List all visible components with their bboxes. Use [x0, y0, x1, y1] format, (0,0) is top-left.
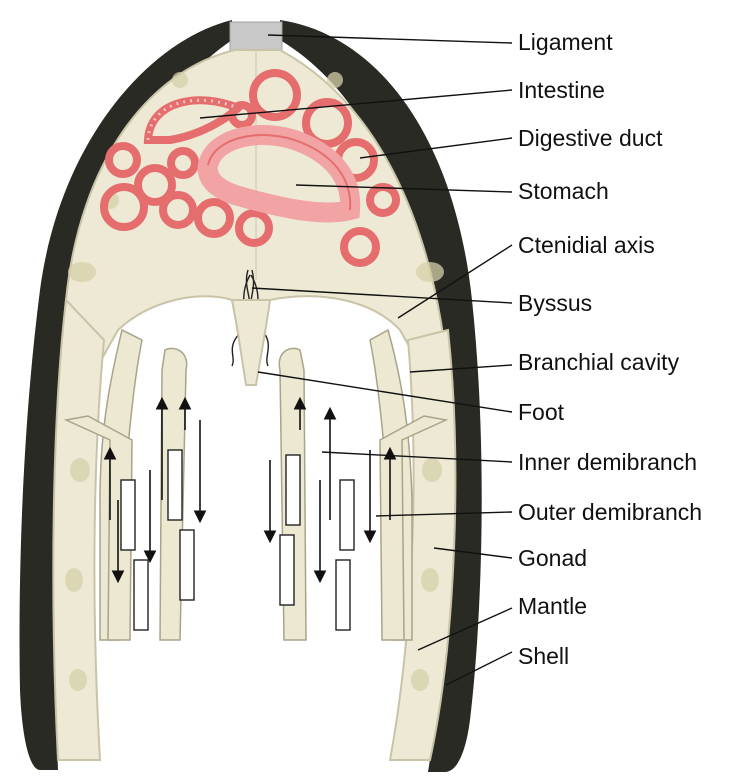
label-byssus: Byssus [518, 290, 592, 316]
mantle-left [53, 300, 104, 760]
label-outer-demibranch: Outer demibranch [518, 499, 702, 525]
labels: Ligament Intestine Digestive duct Stomac… [518, 29, 702, 669]
gill-filaments [121, 450, 354, 630]
label-stomach: Stomach [518, 178, 609, 204]
label-digestive-duct: Digestive duct [518, 125, 663, 151]
label-ligament: Ligament [518, 29, 613, 55]
label-inner-demibranch: Inner demibranch [518, 449, 697, 475]
label-mantle: Mantle [518, 593, 587, 619]
label-intestine: Intestine [518, 77, 605, 103]
label-gonad: Gonad [518, 545, 587, 571]
label-shell: Shell [518, 643, 569, 669]
foot [232, 300, 270, 385]
label-foot: Foot [518, 399, 565, 425]
label-ctenidial-axis: Ctenidial axis [518, 232, 655, 258]
label-branchial-cavity: Branchial cavity [518, 349, 680, 375]
